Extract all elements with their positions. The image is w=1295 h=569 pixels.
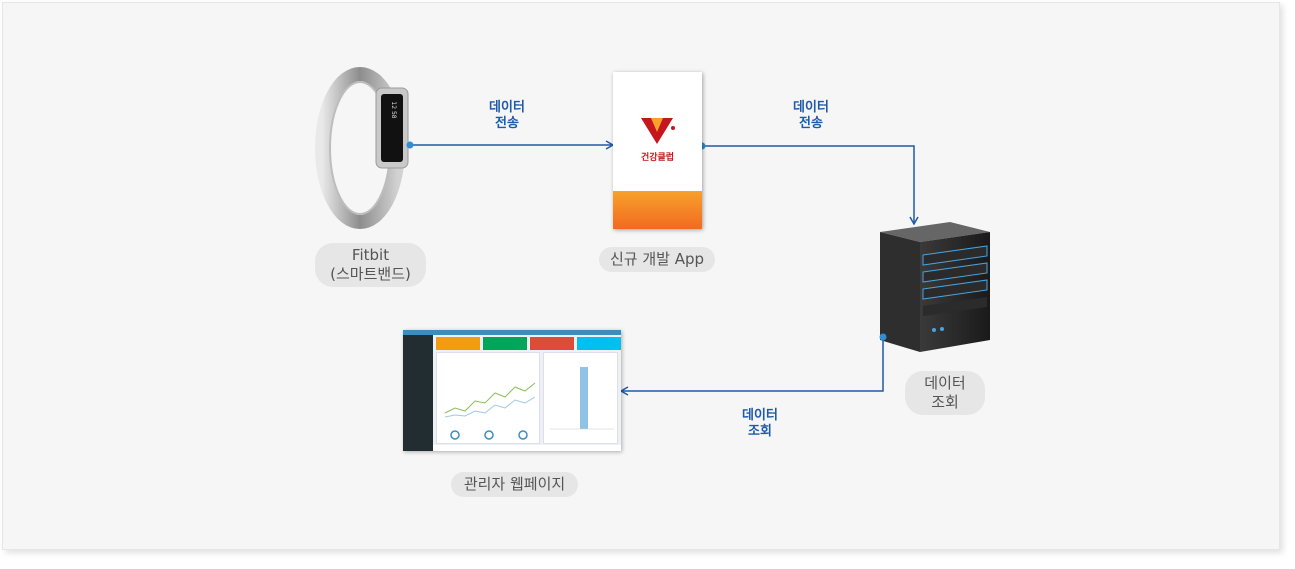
edge-label-fitbit-to-app: 데이터 전송 bbox=[477, 100, 537, 132]
edge-label-line2: 조회 bbox=[748, 424, 772, 439]
edge-label-line2: 전송 bbox=[799, 116, 823, 131]
server-icon bbox=[880, 222, 990, 352]
edge-label-app-to-server: 데이터 전송 bbox=[781, 100, 841, 132]
arrow-app-to-server bbox=[702, 145, 919, 226]
app-footer-band bbox=[613, 191, 702, 229]
arrow-server-to-admin bbox=[619, 337, 884, 396]
server-label-line2: 조회 bbox=[931, 393, 959, 411]
server-label-line1: 데이터 bbox=[924, 374, 966, 392]
edge-label-line1: 데이터 bbox=[793, 100, 829, 115]
fitbit-label-line2: (스마트밴드) bbox=[330, 265, 411, 283]
admin-label: 관리자 웹페이지 bbox=[451, 472, 578, 497]
fitbit-band-icon: 12 58 bbox=[315, 67, 409, 229]
svg-text:12 58: 12 58 bbox=[390, 101, 397, 118]
app-screen-image: 건강클럽 bbox=[613, 72, 702, 229]
edge-label-line1: 데이터 bbox=[489, 100, 525, 115]
edge-label-line2: 전송 bbox=[495, 116, 519, 131]
app-logo-text: 건강클럽 bbox=[640, 153, 675, 163]
admin-webpage-image bbox=[403, 330, 621, 451]
fitbit-label-line1: Fitbit bbox=[351, 246, 390, 264]
server-label: 데이터 조회 bbox=[905, 371, 985, 415]
app-label: 신규 개발 App bbox=[599, 247, 715, 272]
app-logo-icon bbox=[641, 118, 675, 144]
app-label-text: 신규 개발 App bbox=[609, 250, 705, 268]
edge-label-line1: 데이터 bbox=[742, 408, 778, 423]
fitbit-label: Fitbit (스마트밴드) bbox=[315, 243, 426, 287]
edge-label-server-to-admin: 데이터 조회 bbox=[730, 408, 790, 440]
admin-label-text: 관리자 웹페이지 bbox=[463, 475, 566, 493]
